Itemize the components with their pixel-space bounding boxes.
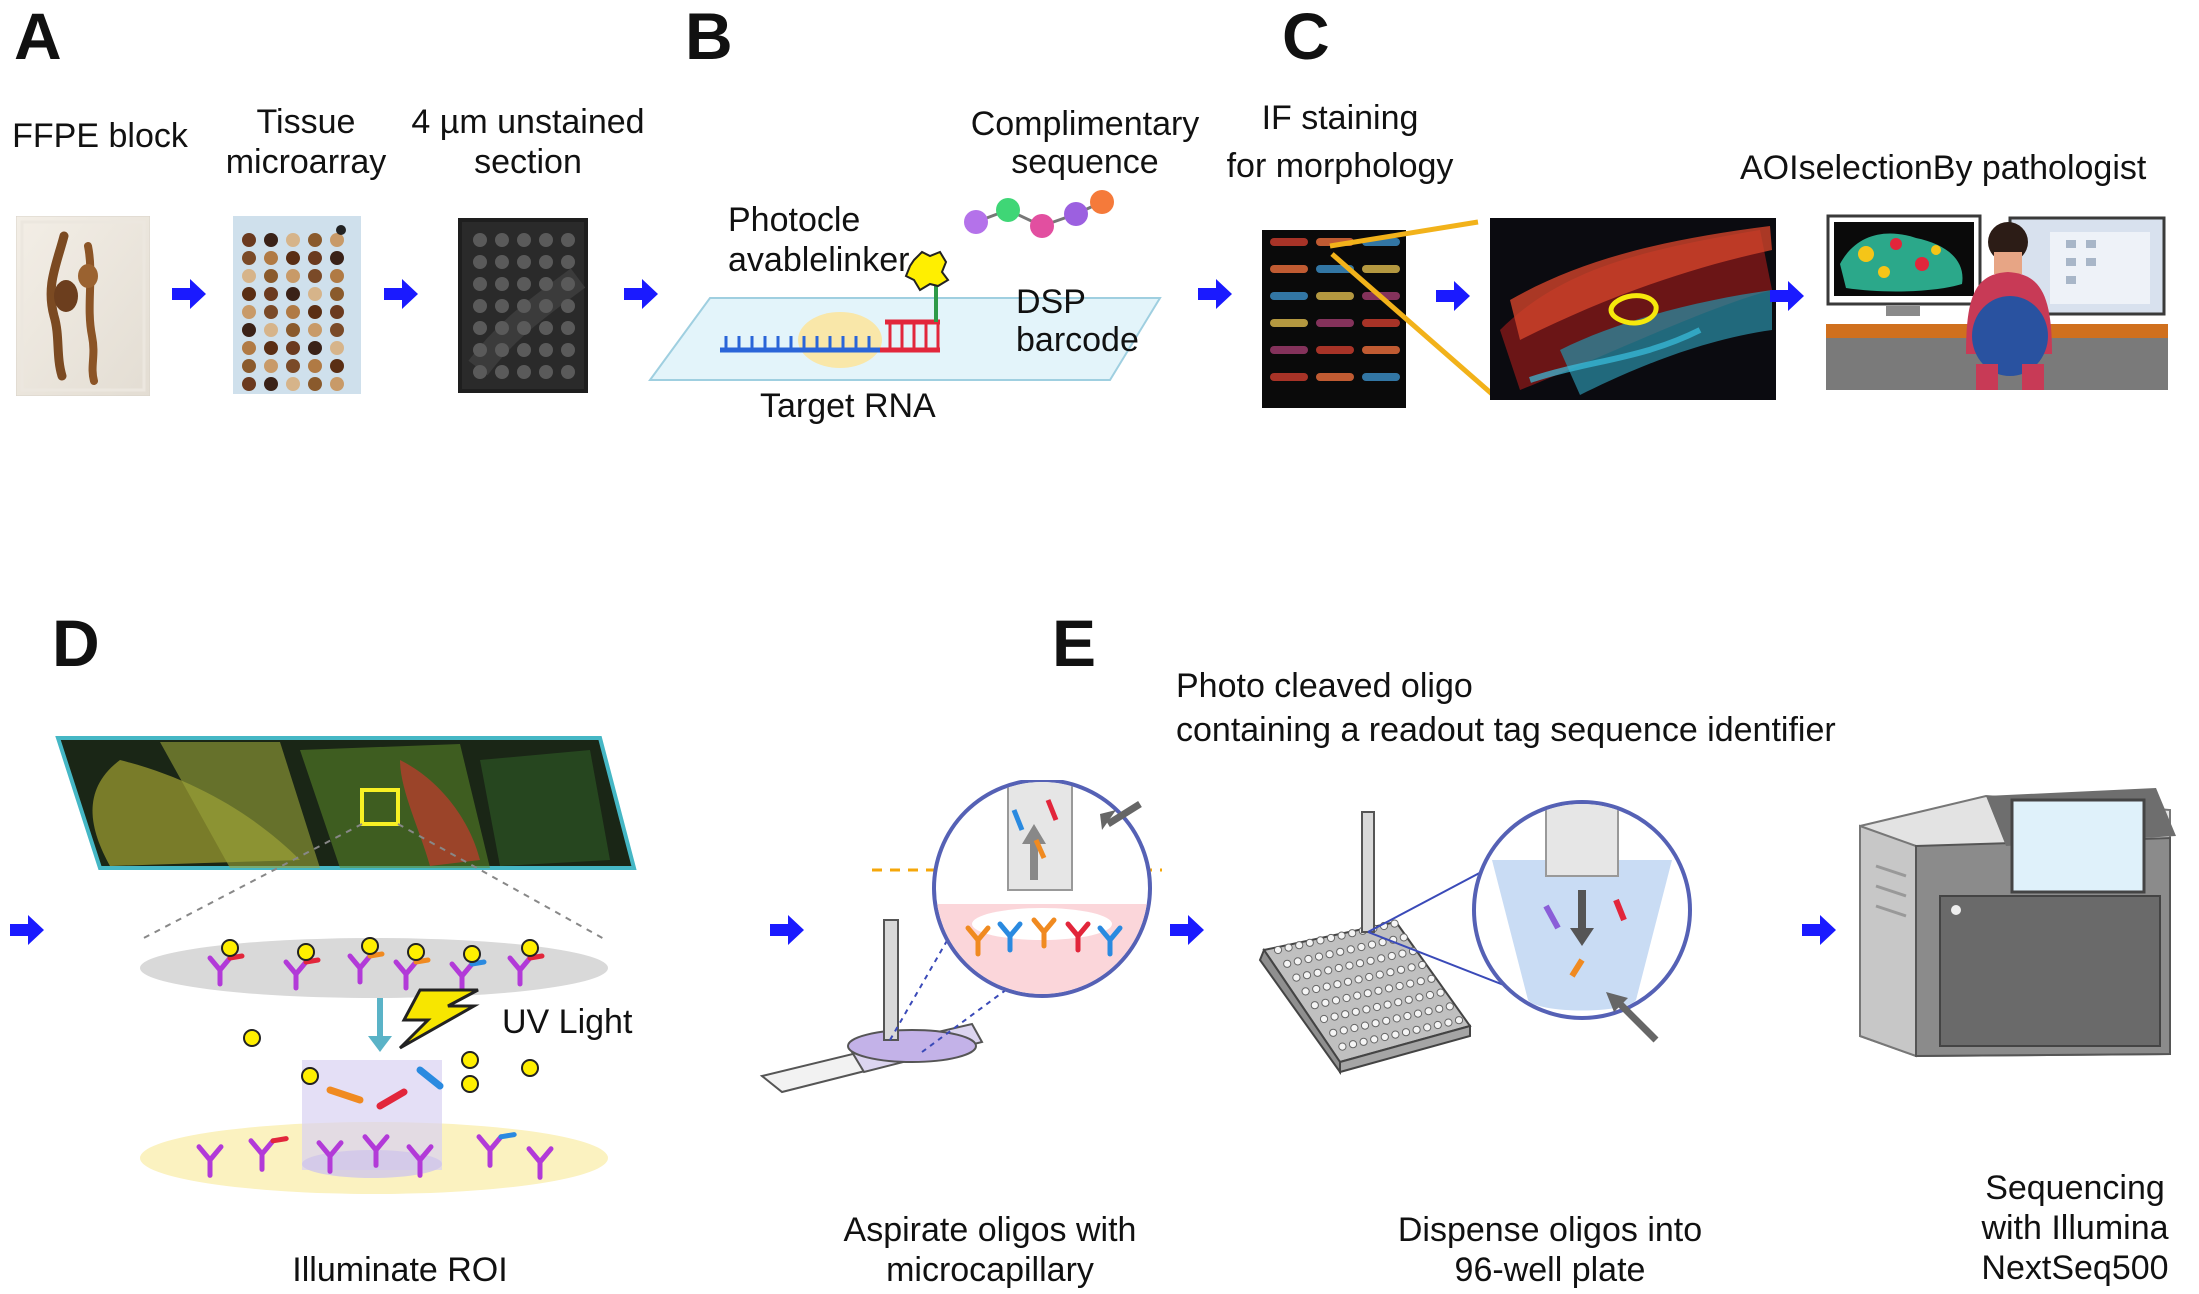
ffpe-label: FFPE block — [12, 117, 188, 155]
aspirate-diagram — [759, 780, 1162, 1094]
photolinker-label-2: avablelinker — [728, 241, 910, 279]
right-arrow-icon — [1436, 281, 1470, 311]
tma-label-1: Tissue — [256, 103, 356, 141]
right-arrow-icon — [1770, 281, 1804, 311]
dispense-label-2: 96-well plate — [1454, 1251, 1646, 1289]
roi-illumination-diagram — [55, 736, 637, 1194]
pathologist-workstation — [1826, 214, 2168, 390]
tissue-microarray-image — [233, 216, 361, 394]
section-label-2: section — [474, 143, 582, 181]
uv-light-label: UV Light — [502, 1003, 633, 1041]
aspirate-label-1: Aspirate oligos with — [843, 1211, 1137, 1249]
panel-label-c: C — [1282, 0, 1330, 73]
if-image-group — [1262, 218, 1776, 408]
complementary-label-2: sequence — [1011, 143, 1159, 181]
target-rna-label: Target RNA — [760, 387, 936, 425]
tma-label-2: microarray — [225, 143, 387, 181]
right-arrow-icon — [770, 915, 804, 945]
right-arrow-icon — [624, 279, 658, 309]
right-arrow-icon — [1170, 915, 1204, 945]
sequencer-icon — [1859, 788, 2176, 1058]
pathologist-icon — [1966, 222, 2052, 390]
right-arrow-icon — [384, 279, 418, 309]
section-label-1: 4 µm unstained — [411, 103, 645, 141]
panel-label-a: A — [14, 0, 62, 73]
probe-diagram — [648, 190, 1162, 381]
unstained-section-image — [458, 218, 588, 393]
right-arrow-icon — [1198, 279, 1232, 309]
panel-label-e: E — [1052, 606, 1097, 680]
photolinker-label-1: Photocle — [728, 201, 861, 239]
aoi-selection-label: AOIselectionBy pathologist — [1740, 149, 2147, 187]
dispense-label-1: Dispense oligos into — [1397, 1211, 1703, 1249]
dsp-label-1: DSP — [1016, 283, 1086, 321]
cleaved-oligo-label-2: containing a readout tag sequence identi… — [1176, 711, 1836, 749]
lightning-icon — [398, 988, 480, 1050]
if-staining-label-1: IF staining — [1261, 99, 1419, 137]
aspirate-label-2: microcapillary — [886, 1251, 1094, 1289]
panel-label-b: B — [685, 0, 733, 73]
right-arrow-icon — [1802, 915, 1836, 945]
sequencing-label-2: with Illumina — [1981, 1209, 2169, 1247]
panel-label-d: D — [52, 606, 100, 680]
dsp-label-2: barcode — [1016, 321, 1139, 359]
cleaved-oligo-label-1: Photo cleaved oligo — [1176, 667, 1473, 705]
if-staining-label-2: for morphology — [1226, 147, 1454, 185]
sequencing-label-3: NextSeq500 — [1981, 1249, 2169, 1287]
capillary-icon — [883, 919, 899, 1041]
complementary-label-1: Complimentary — [970, 105, 1200, 143]
right-arrow-icon — [172, 279, 206, 309]
sequencing-label-1: Sequencing — [1985, 1169, 2165, 1207]
dispense-diagram — [1258, 800, 1692, 1076]
illuminate-roi-label: Illuminate ROI — [292, 1251, 508, 1289]
ffpe-block-image — [16, 216, 150, 396]
right-arrow-icon — [10, 915, 44, 945]
